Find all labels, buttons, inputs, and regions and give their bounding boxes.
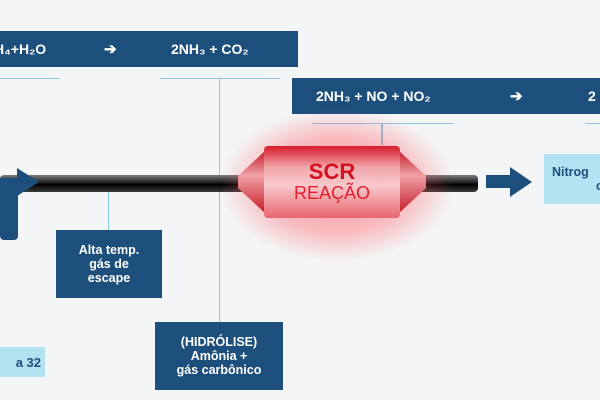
divider-line — [0, 78, 60, 79]
reactor-cone-left — [238, 150, 266, 214]
hydrolysis-label-box: (HIDRÓLISE) Amônia + gás carbônico — [155, 322, 283, 390]
output-label-box: Nitrog c — [544, 154, 600, 204]
equation1-left: H₄+H₂O — [0, 41, 47, 57]
equation-bar-reaction: 2NH₃ + NO + NO₂ ➔ 2 — [292, 78, 600, 114]
equation-bar-hydrolysis: H₄+H₂O ➔ 2NH₃ + CO₂ — [0, 31, 298, 67]
output-line-1: Nitrog — [552, 165, 589, 179]
fluid-label-text: a 32 — [15, 354, 41, 370]
pipe-arrow-icon — [17, 168, 39, 196]
reactor-title: SCR — [308, 159, 356, 184]
exhaust-label-box: Alta temp. gás de escape — [56, 230, 162, 298]
equation2-left: 2NH₃ + NO + NO₂ — [316, 88, 431, 104]
hydrolysis-line-1: (HIDRÓLISE) — [180, 335, 258, 349]
equation1-arrow-icon: ➔ — [104, 41, 117, 58]
equation1-right: 2NH₃ + CO₂ — [171, 41, 249, 57]
connector-line-hydrolysis — [219, 78, 220, 322]
pipe-elbow — [0, 178, 18, 240]
equation2-arrow-icon: ➔ — [510, 88, 523, 105]
reactor-subtitle: REAÇÃO — [293, 183, 371, 203]
divider-line — [160, 78, 280, 79]
divider-line — [585, 123, 600, 124]
reactor-cone-right — [398, 150, 426, 214]
exhaust-line-1: Alta temp. — [78, 243, 140, 257]
exhaust-line-3: escape — [87, 271, 131, 285]
equation2-right-fragment: 2 — [588, 88, 596, 104]
output-line-2: c — [596, 179, 600, 193]
output-arrow-icon — [510, 167, 532, 197]
exhaust-line-2: gás de — [89, 257, 129, 271]
connector-line-exhaust — [108, 192, 109, 230]
hydrolysis-line-2: Amônia + — [190, 349, 248, 363]
output-arrow-shaft — [486, 175, 510, 188]
fluid-label-box: a 32 — [0, 347, 45, 377]
hydrolysis-line-3: gás carbônico — [176, 363, 262, 377]
scr-reactor: SCR REAÇÃO — [264, 146, 400, 218]
